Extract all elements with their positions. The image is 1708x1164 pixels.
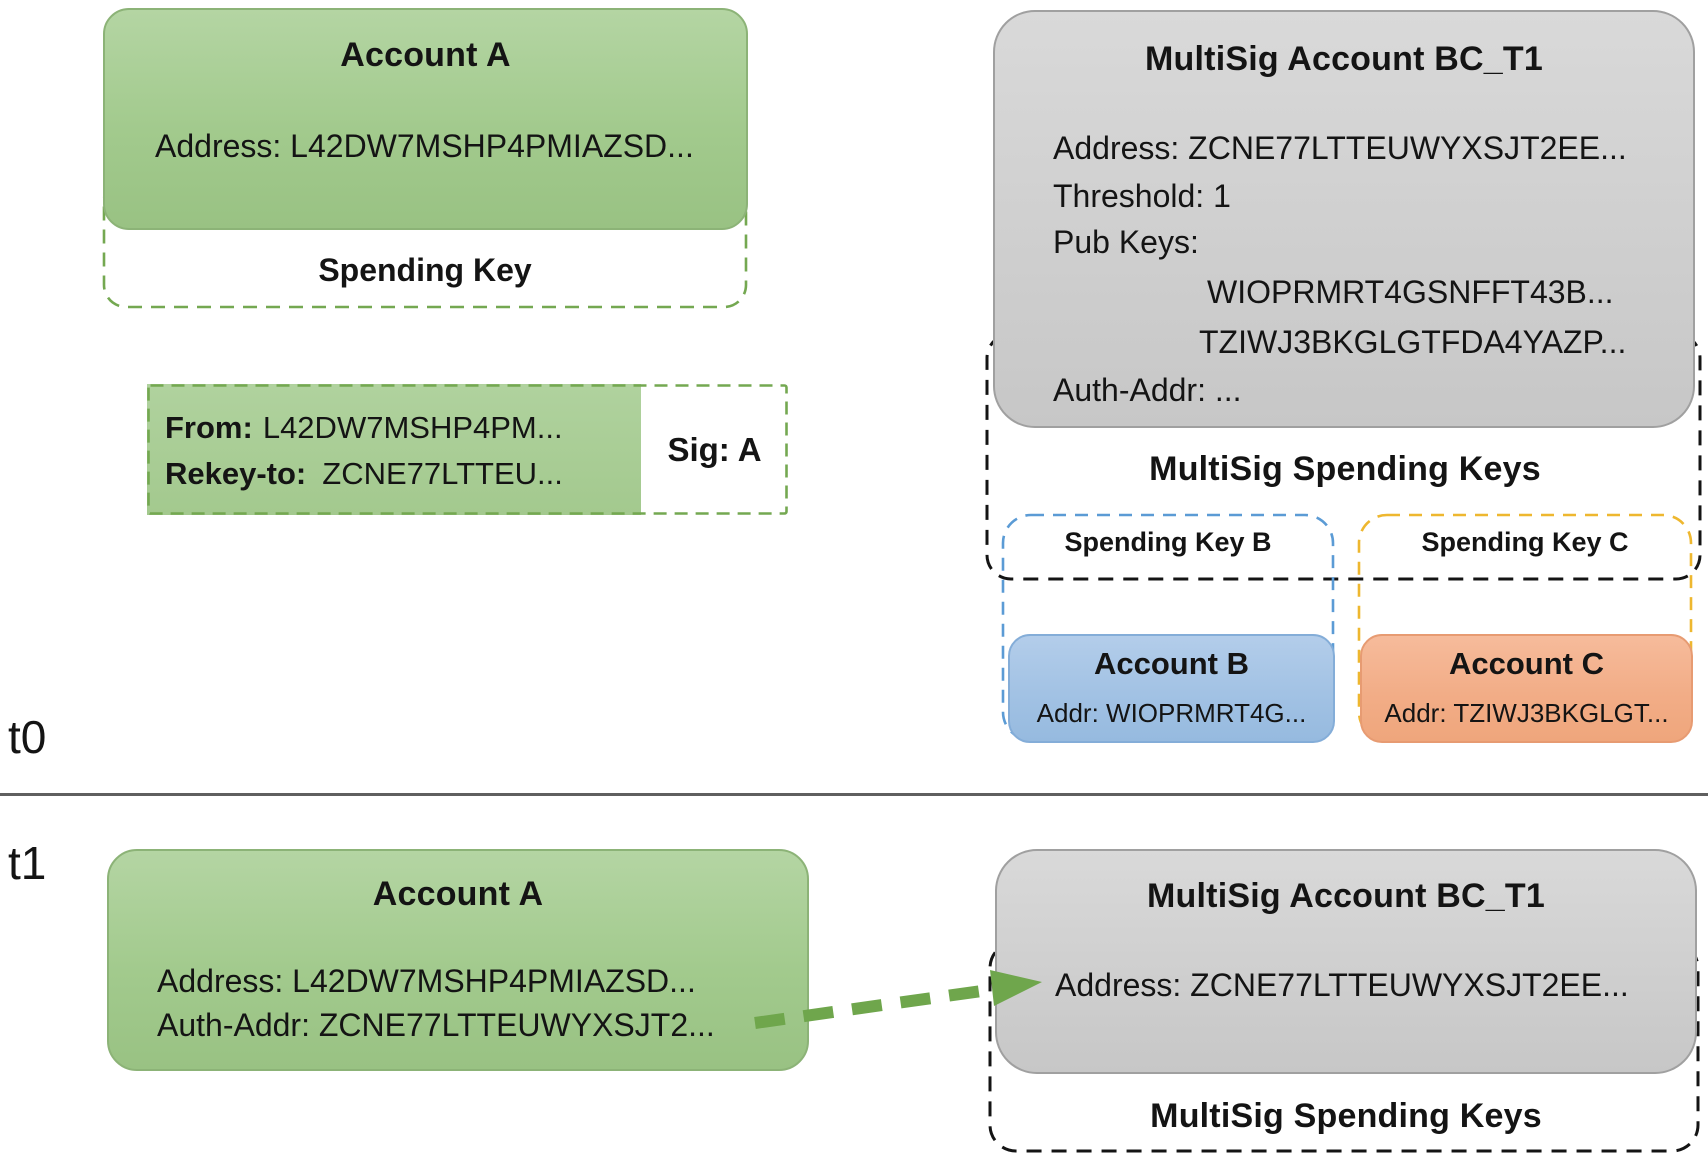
t0-spending-key-label: Spending Key xyxy=(318,252,532,288)
t0-rekey-transaction: From: L42DW7MSHP4PM... Rekey-to: ZCNE77LTT… xyxy=(147,384,788,515)
t1-account-a-box: Account A Address: L42DW7MSHP4PMIAZSD...… xyxy=(107,849,809,1071)
t1-multisig-address: Address: ZCNE77LTTEUWYXSJT2EE... xyxy=(1055,967,1629,1003)
t0-account-a-title: Account A xyxy=(340,36,511,74)
t1-multisig-account-box: MultiSig Account BC_T1 Address: ZCNE77LT… xyxy=(995,849,1697,1074)
t0-rekey-from-line: From: L42DW7MSHP4PM... xyxy=(165,410,563,446)
t1-account-a-title: Account A xyxy=(372,875,544,913)
t0-sig-a-label: Sig: A xyxy=(667,430,762,468)
t0-multisig-pub-key-2: TZIWJ3BKGLGTFDA4YAZP... xyxy=(1199,324,1627,360)
spending-key-b-label: Spending Key B xyxy=(1064,527,1272,557)
t0-multisig-pub-keys-label: Pub Keys: xyxy=(1053,224,1199,260)
t1-label: t1 xyxy=(8,837,47,889)
t0-account-a-box: Account A Address: L42DW7MSHP4PMIAZSD... xyxy=(103,8,748,230)
t0-multisig-pub-key-1: WIOPRMRT4GSNFFT43B... xyxy=(1207,274,1614,310)
t0-account-a-address: Address: L42DW7MSHP4PMIAZSD... xyxy=(155,128,694,164)
t0-rekey-to-line: Rekey-to: ZCNE77LTTEU... xyxy=(165,456,563,492)
t1-multisig-spending-keys-label: MultiSig Spending Keys xyxy=(1150,1097,1542,1135)
account-c-addr: Addr: TZIWJ3BKGLGT... xyxy=(1384,698,1669,728)
account-b-box: Account B Addr: WIOPRMRT4G... xyxy=(1008,634,1335,743)
t0-rekey-transaction-dashed-outline xyxy=(147,384,788,515)
t0-multisig-spending-keys-label: MultiSig Spending Keys xyxy=(1149,450,1541,488)
t0-multisig-title: MultiSig Account BC_T1 xyxy=(1145,40,1543,78)
t0-multisig-threshold: Threshold: 1 xyxy=(1053,178,1231,214)
t0-multisig-account-box: MultiSig Account BC_T1 Address: ZCNE77LT… xyxy=(993,10,1695,428)
t0-multisig-auth-addr: Auth-Addr: ... xyxy=(1053,372,1242,408)
t1-account-a-auth-addr: Auth-Addr: ZCNE77LTTEUWYXSJT2... xyxy=(157,1007,715,1043)
rekey-to-label: Rekey-to: xyxy=(165,456,307,491)
t0-multisig-address: Address: ZCNE77LTTEUWYXSJT2EE... xyxy=(1053,130,1627,166)
spending-key-c-label: Spending Key C xyxy=(1421,527,1629,557)
t1-multisig-title: MultiSig Account BC_T1 xyxy=(1147,877,1545,915)
rekey-to-value: ZCNE77LTTEU... xyxy=(322,456,563,491)
t0-t1-divider xyxy=(0,793,1708,796)
account-c-title: Account C xyxy=(1449,646,1604,681)
account-b-title: Account B xyxy=(1094,646,1249,681)
from-label: From: xyxy=(165,410,253,445)
from-value: L42DW7MSHP4PM... xyxy=(262,410,563,445)
account-c-box: Account C Addr: TZIWJ3BKGLGT... xyxy=(1360,634,1693,743)
account-b-addr: Addr: WIOPRMRT4G... xyxy=(1036,698,1307,728)
t0-rekey-transaction-fill: From: L42DW7MSHP4PM... Rekey-to: ZCNE77LTT… xyxy=(147,384,641,515)
t0-label: t0 xyxy=(8,711,47,763)
t1-account-a-address: Address: L42DW7MSHP4PMIAZSD... xyxy=(157,963,696,999)
